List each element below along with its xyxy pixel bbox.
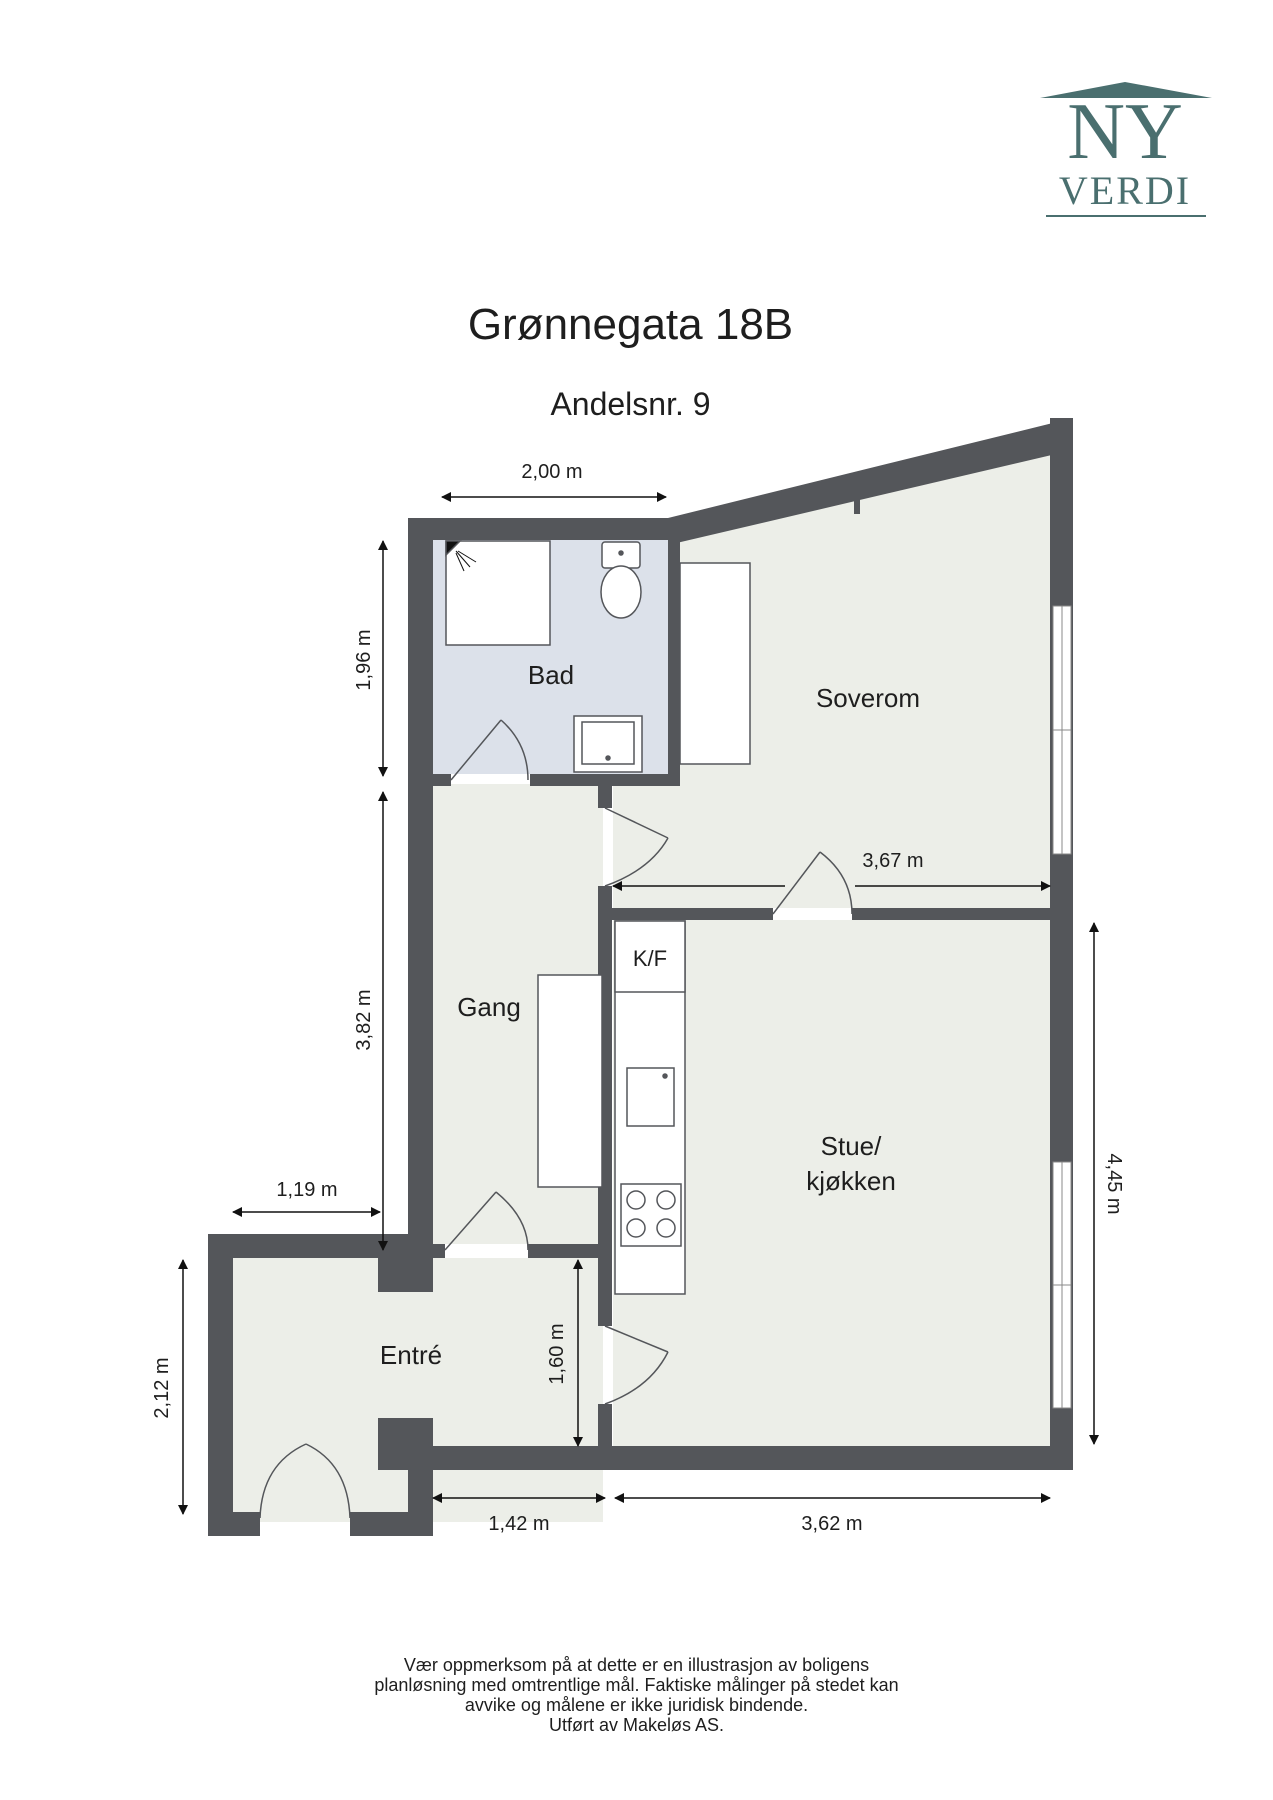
door-soverom-stue bbox=[772, 851, 853, 915]
wardrobe-soverom bbox=[679, 562, 751, 765]
soverom-floor bbox=[613, 446, 1052, 908]
sink-bathroom-icon bbox=[573, 715, 643, 773]
wall-gang-right-a bbox=[598, 784, 612, 808]
ny-verdi-logo: NY VERDI bbox=[1040, 82, 1212, 217]
disclaimer: Vær oppmerksom på at dette er en illustr… bbox=[0, 1655, 1273, 1735]
wall-bad-top bbox=[408, 518, 670, 540]
logo-roof-icon bbox=[1040, 82, 1212, 98]
room-label-soverom: Soverom bbox=[816, 683, 920, 713]
dim-label-entre-top: 1,19 m bbox=[276, 1179, 337, 1201]
room-labels: Bad Soverom Gang Stue/ kjøkken Entré K/F bbox=[380, 660, 920, 1370]
wall-soverom-bottom-a bbox=[598, 908, 773, 920]
room-label-gang: Gang bbox=[457, 992, 521, 1022]
label-kf: K/F bbox=[633, 946, 667, 971]
wall-gang-bottom-a bbox=[433, 1244, 445, 1258]
shower-head-icon bbox=[455, 550, 477, 572]
stue-floor bbox=[613, 920, 1052, 1446]
door-gang-entre bbox=[444, 1191, 529, 1251]
doors bbox=[259, 719, 853, 1519]
dim-label-soverom-width: 3,67 m bbox=[862, 850, 923, 872]
wall-soverom-top bbox=[668, 418, 1073, 545]
dim-label-bottom-right: 3,62 m bbox=[801, 1513, 862, 1535]
wall-bad-bottom-a bbox=[433, 774, 451, 786]
shower bbox=[445, 540, 551, 646]
toilet-icon bbox=[600, 541, 642, 619]
room-label-bad: Bad bbox=[528, 660, 574, 690]
dim-label-bad-width: 2,00 m bbox=[521, 461, 582, 483]
wall-gang-right-c bbox=[598, 1250, 612, 1326]
furniture bbox=[445, 540, 751, 1295]
wall-gang-right-d bbox=[598, 1404, 612, 1446]
wardrobe-gang bbox=[537, 974, 603, 1188]
disclaimer-line: planløsning med omtrentlige mål. Faktisk… bbox=[374, 1675, 899, 1695]
wall-bad-right bbox=[668, 540, 680, 784]
room-label-stue-1: Stue/ bbox=[821, 1131, 882, 1161]
stove-icon bbox=[620, 1183, 682, 1247]
dimension-labels: 2,00 m 1,96 m 3,82 m 1,19 m 2,12 m 1,60 … bbox=[151, 461, 1125, 1535]
door-stue-entre bbox=[604, 1325, 669, 1405]
page-title: Grønnegata 18B bbox=[467, 300, 794, 349]
wall-soverom-notch bbox=[854, 480, 860, 514]
logo-text-ny: NY bbox=[1067, 88, 1183, 176]
dim-label-gang-height: 3,82 m bbox=[353, 989, 375, 1050]
wall-gang-bottom-b bbox=[528, 1244, 603, 1258]
disclaimer-line: Utført av Makeløs AS. bbox=[548, 1715, 725, 1735]
room-label-entre: Entré bbox=[380, 1340, 442, 1370]
disclaimer-line: avvike og målene er ikke juridisk binden… bbox=[464, 1695, 809, 1715]
dimension-lines bbox=[178, 492, 1099, 1515]
wall-entre-bottom-a bbox=[208, 1512, 260, 1536]
floor-fills bbox=[233, 446, 1052, 1522]
wall-soverom-bottom-b bbox=[852, 908, 1072, 920]
door-bad bbox=[450, 719, 529, 781]
wall-left-upper bbox=[408, 518, 433, 1258]
disclaimer-line: Vær oppmerksom på at dette er en illustr… bbox=[403, 1655, 870, 1675]
dim-label-bad-height: 1,96 m bbox=[353, 629, 375, 690]
dim-label-entre-height: 2,12 m bbox=[151, 1357, 173, 1418]
wall-bad-bottom-b bbox=[530, 774, 680, 786]
wall-entre-right bbox=[408, 1446, 433, 1536]
dim-label-entre-inner: 1,60 m bbox=[546, 1323, 568, 1384]
door-entrance bbox=[259, 1443, 351, 1519]
dim-label-bottom-left: 1,42 m bbox=[488, 1513, 549, 1535]
wall-bottom-main bbox=[408, 1446, 1073, 1470]
logo-text-verdi: VERDI bbox=[1059, 168, 1191, 213]
room-label-stue-2: kjøkken bbox=[806, 1166, 896, 1196]
fridge-box bbox=[614, 920, 686, 993]
wall-entre-pillar-top bbox=[378, 1234, 433, 1292]
page-subtitle: Andelsnr. 9 bbox=[550, 386, 711, 422]
kitchen-sink-icon bbox=[626, 1067, 675, 1127]
windows bbox=[1052, 605, 1072, 1409]
dim-label-stue-height: 4,45 m bbox=[1103, 1153, 1125, 1214]
wall-entre-left bbox=[208, 1234, 233, 1536]
